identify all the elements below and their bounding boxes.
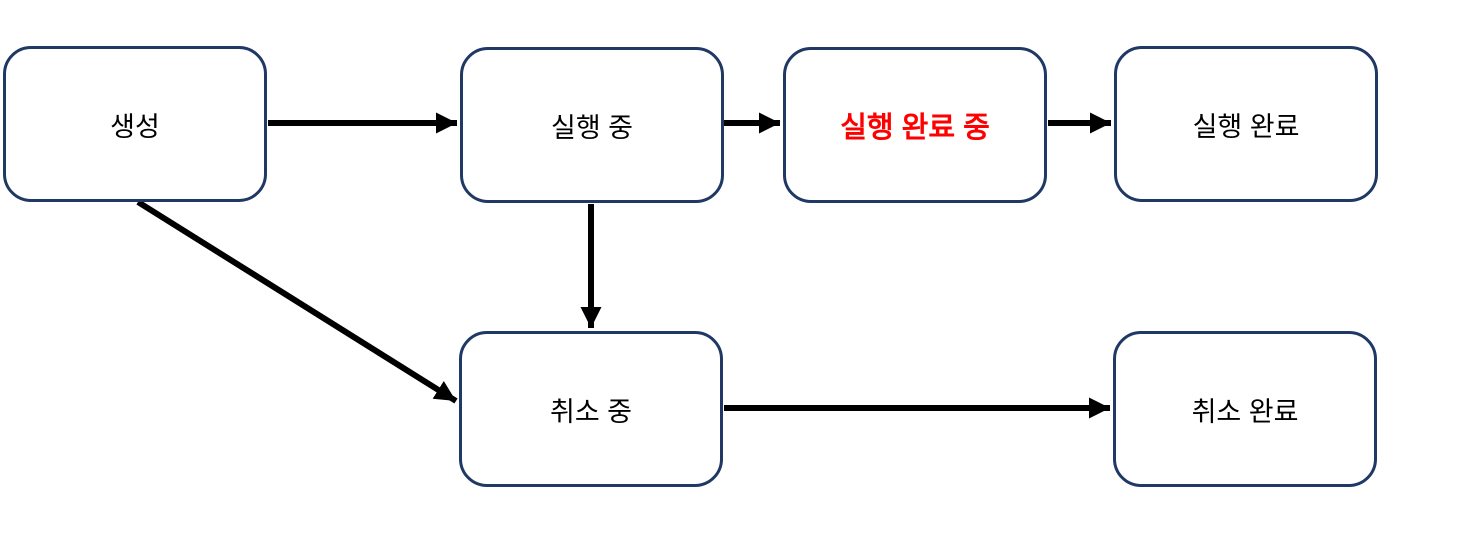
node-cancel-complete-label: 취소 완료: [1191, 396, 1299, 427]
edge-created-to-canceling: [136, 199, 458, 404]
node-run-complete-label: 실행 완료: [1192, 111, 1300, 142]
node-canceling: 취소 중: [459, 331, 723, 487]
node-run-completing: 실행 완료 중: [783, 47, 1047, 203]
node-run-completing-label: 실행 완료 중: [840, 112, 990, 144]
node-created-label: 생성: [110, 111, 160, 142]
node-running-label: 실행 중: [550, 112, 634, 143]
node-run-complete: 실행 완료: [1114, 46, 1378, 202]
node-running: 실행 중: [460, 47, 724, 203]
node-canceling-label: 취소 중: [549, 396, 633, 427]
node-cancel-complete: 취소 완료: [1113, 331, 1377, 487]
node-created: 생성: [3, 46, 267, 202]
